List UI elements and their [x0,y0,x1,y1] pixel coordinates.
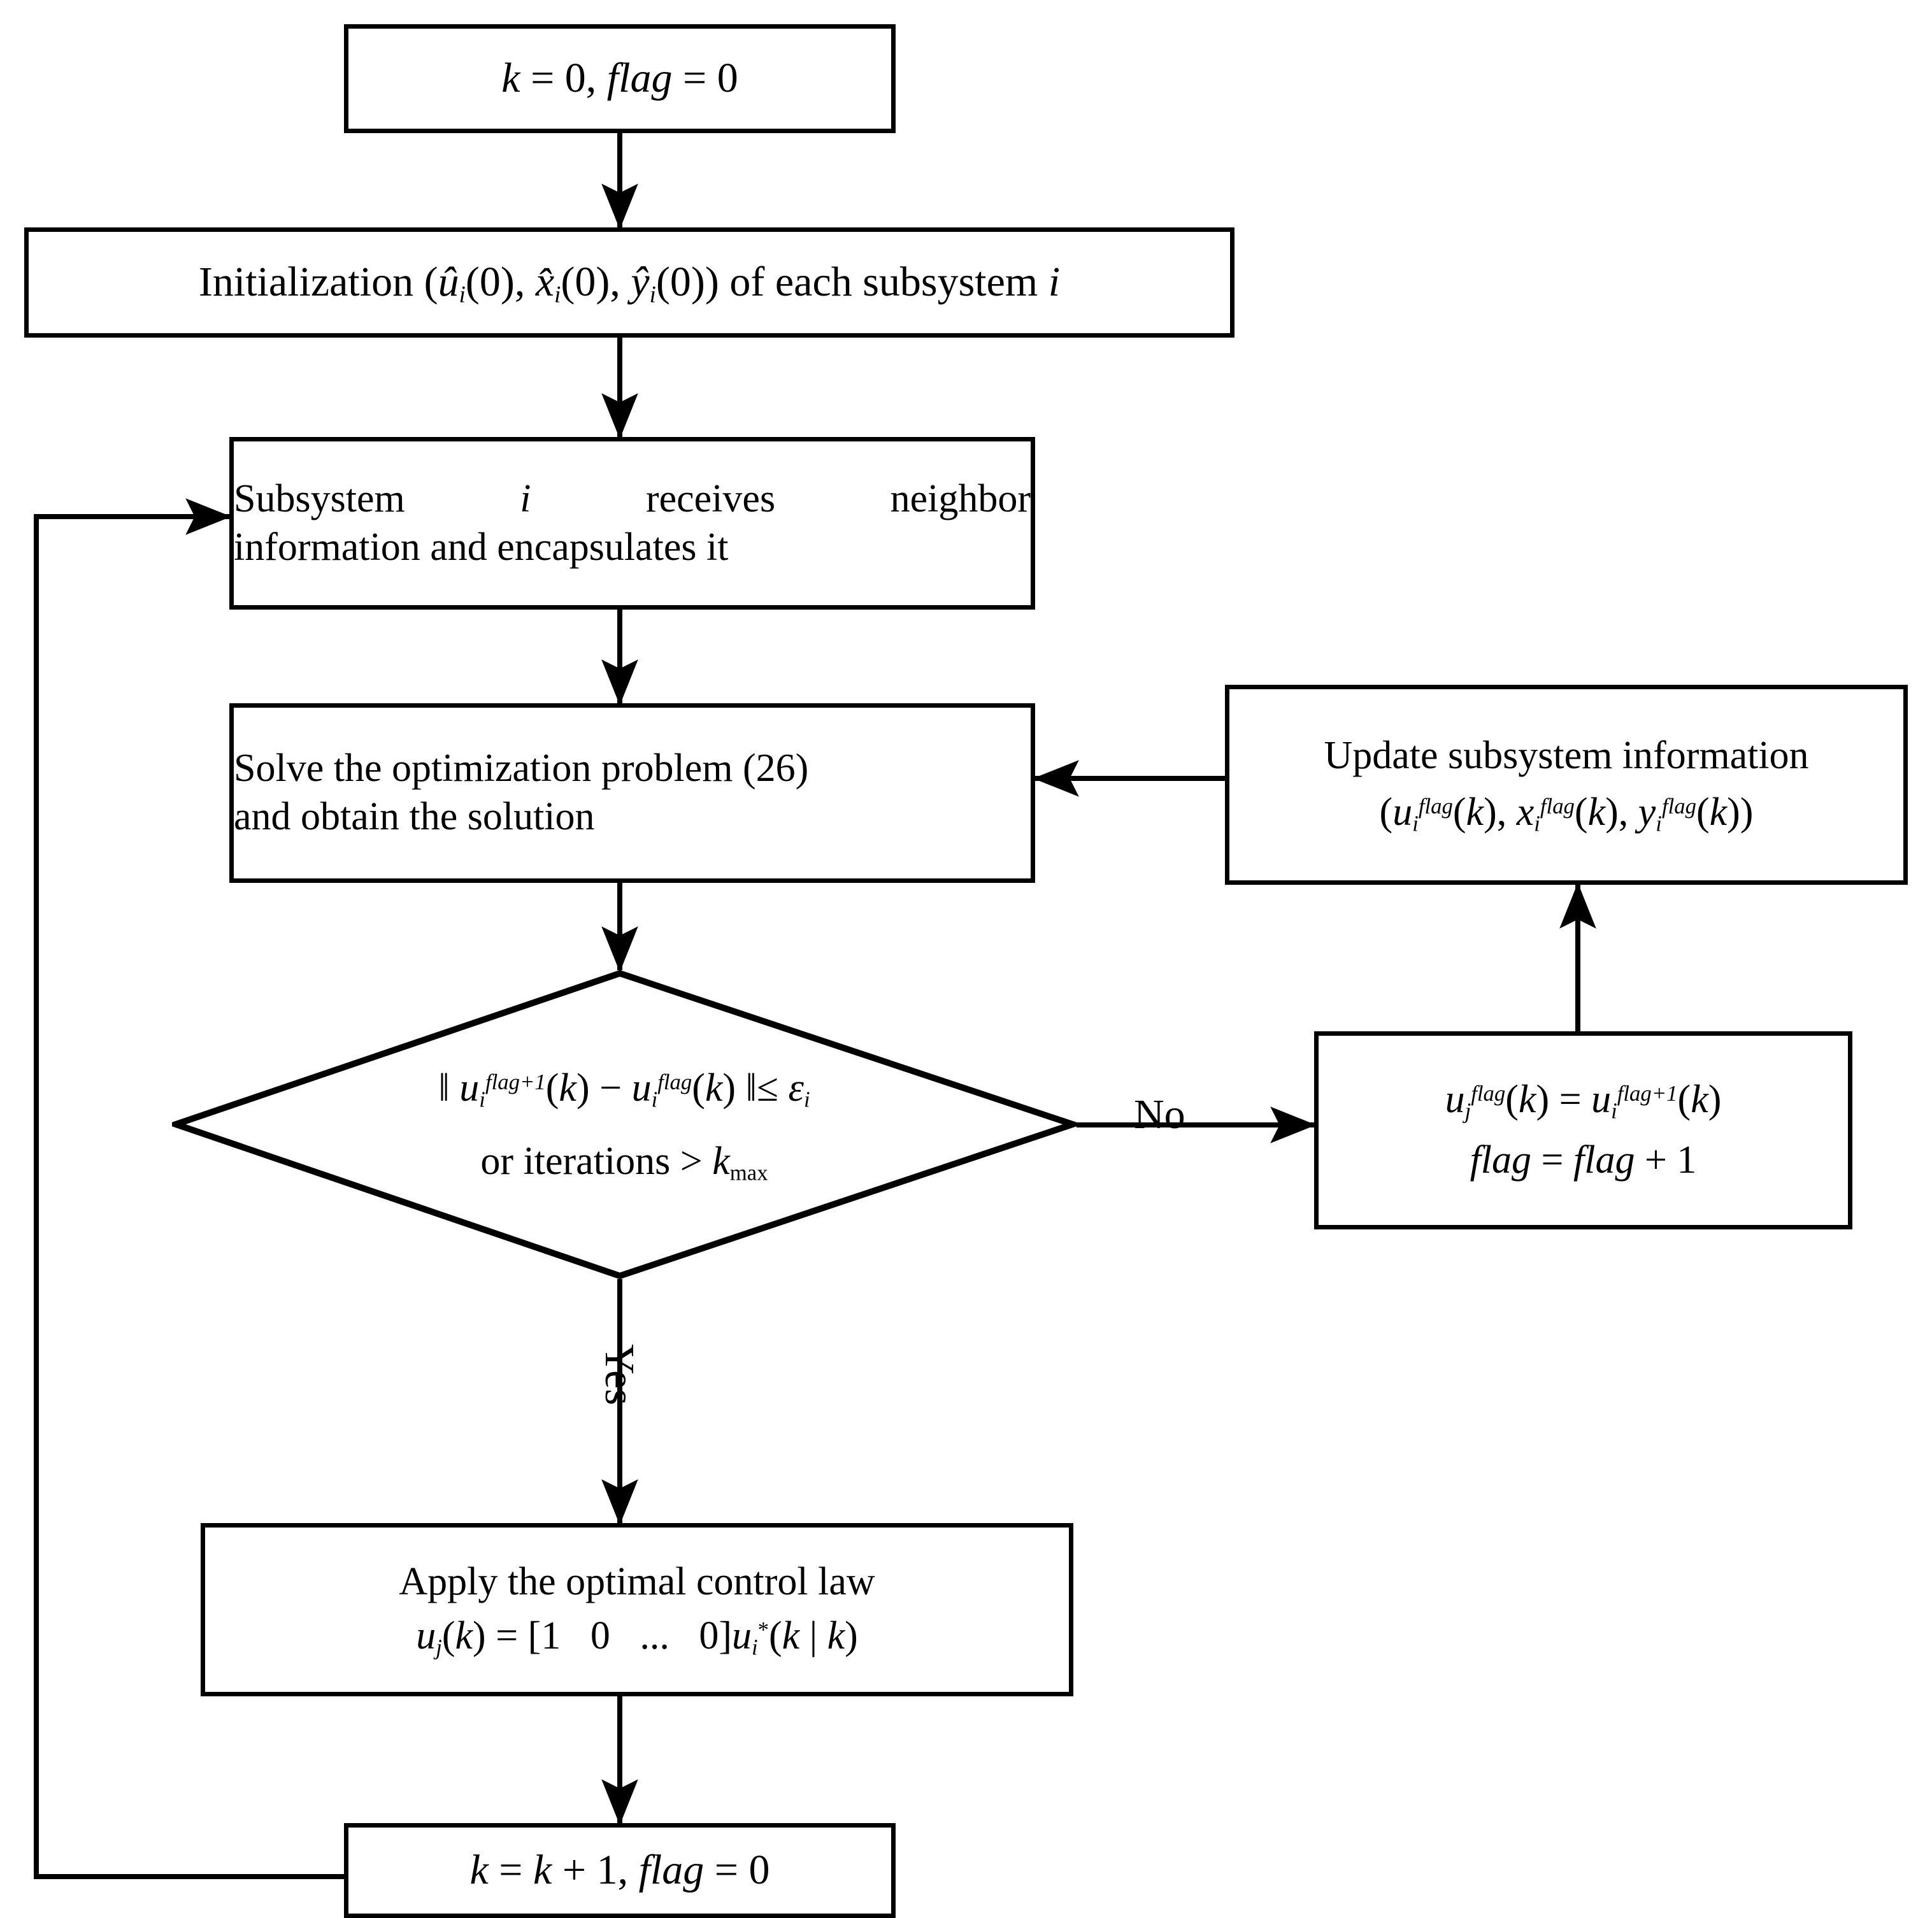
node-update-line-1: Update subsystem information [1324,733,1809,777]
node-solve-line-1: Solve the optimization problem (26) [234,747,809,791]
node-increment-k[interactable]: k = k + 1, flag = 0 [344,1823,896,1918]
edge-label-yes: Yes [595,1344,643,1405]
node-increment-text: k = k + 1, flag = 0 [469,1847,770,1894]
node-apply-line-2: uj(k) = [1 0 ... 0]ui*(k | k) [416,1614,858,1660]
node-assign-flag[interactable]: ujflag(k) = uiflag+1(k) flag = flag + 1 [1314,1031,1852,1229]
node-start-text: k = 0, flag = 0 [501,55,738,102]
node-decision-line-1: ‖ uiflag+1(k) − uiflag(k) ‖≤ εi [438,1066,810,1112]
node-initialization[interactable]: Initialization (ûi(0), x̂i(0), ŷi(0)) of… [24,227,1234,338]
node-solve-optimization[interactable]: Solve the optimization problem (26) and … [229,703,1035,883]
edge-label-yes-text: Yes [596,1344,643,1406]
node-decision-line-2: or iterations > kmax [480,1139,768,1185]
node-assign-line-1: ujflag(k) = uiflag+1(k) [1445,1078,1722,1124]
node-update-subsystem-info[interactable]: Update subsystem information (uiflag(k),… [1225,685,1908,885]
node-receive-line-2: information and encapsulates it [234,525,729,569]
edge-label-no: No [1134,1091,1185,1139]
feedback-loop-increment-to-receive [34,514,344,1879]
node-start[interactable]: k = 0, flag = 0 [344,24,896,133]
node-decision-label: ‖ uiflag+1(k) − uiflag(k) ‖≤ εi or itera… [172,970,1077,1279]
decision-diamond-shape [172,970,1077,1279]
node-apply-control-law[interactable]: Apply the optimal control law uj(k) = [1… [201,1523,1073,1696]
edge-label-no-text: No [1134,1091,1185,1138]
node-solve-line-2: and obtain the solution [234,795,595,838]
node-update-line-2: (uiflag(k), xiflag(k), yiflag(k)) [1379,791,1754,836]
node-receive-line-1: Subsystem i receives neighbor [234,476,1031,520]
node-initialization-text: Initialization (ûi(0), x̂i(0), ŷi(0)) of… [198,258,1061,308]
node-assign-line-2: flag = flag + 1 [1470,1138,1697,1182]
node-apply-line-1: Apply the optimal control law [399,1559,875,1603]
node-receive-neighbor-info[interactable]: Subsystem i receives neighbor informatio… [229,437,1035,610]
node-decision[interactable]: ‖ uiflag+1(k) − uiflag(k) ‖≤ εi or itera… [172,970,1077,1279]
